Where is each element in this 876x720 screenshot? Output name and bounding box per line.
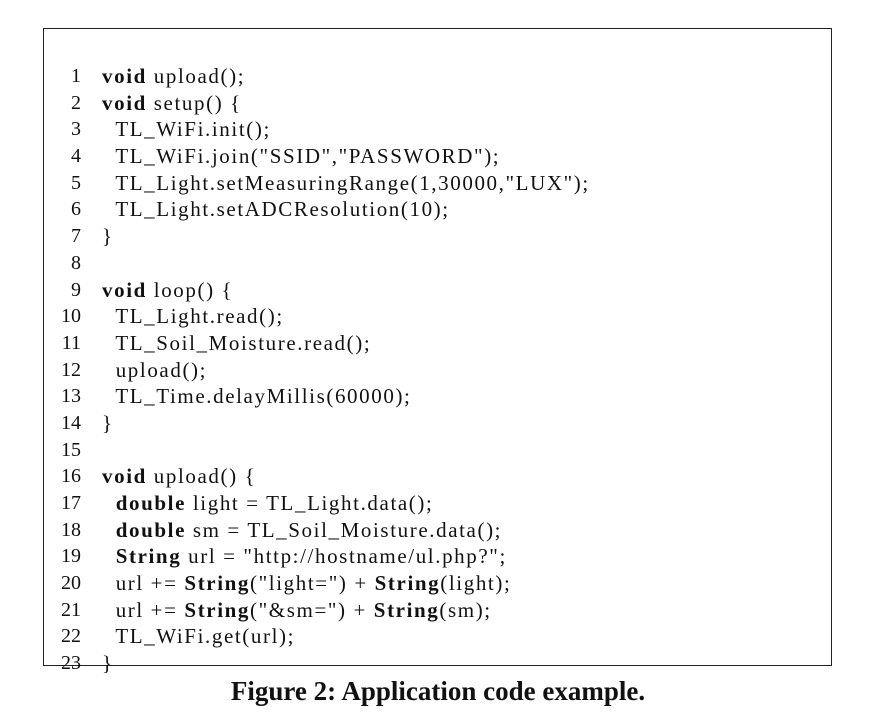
code-keyword: void: [102, 90, 147, 115]
code-line: TL_Light.setADCResolution(10);: [102, 196, 831, 223]
code-line: void loop() {: [102, 277, 831, 304]
code-line: }: [102, 650, 831, 677]
line-number: 23: [61, 652, 81, 675]
line-number: 19: [61, 545, 81, 568]
line-number: 1: [71, 65, 81, 87]
code-text: upload();: [146, 64, 246, 88]
line-number: 9: [71, 278, 81, 301]
code-line: url += String("&sm=") + String(sm);: [102, 597, 831, 624]
line-number: 13: [61, 385, 81, 408]
code-line: TL_WiFi.get(url);: [102, 623, 831, 650]
line-number: 2: [71, 91, 81, 114]
line-number: 11: [61, 331, 81, 354]
line-number: 4: [71, 145, 81, 168]
code-text: TL_WiFi.join("SSID","PASSWORD");: [102, 144, 501, 169]
code-text: upload() {: [146, 464, 257, 489]
code-text: upload();: [102, 357, 208, 382]
code-text: (light);: [440, 571, 512, 596]
line-number: 18: [61, 518, 81, 541]
code-line: void upload() {: [102, 463, 831, 490]
code-line: [102, 250, 831, 277]
line-number: 3: [71, 118, 81, 141]
code-line: TL_Soil_Moisture.read();: [102, 330, 831, 357]
line-number: 5: [71, 171, 81, 194]
code-text: url = "http://hostname/ul.php?";: [181, 544, 507, 569]
code-text: }: [102, 224, 114, 249]
code-text: url +=: [102, 597, 185, 622]
code-line: }: [102, 410, 831, 437]
code-keyword: String: [115, 544, 182, 569]
code-text: setup() {: [146, 90, 242, 115]
line-number: 6: [71, 198, 81, 221]
code-text: TL_Light.setMeasuringRange(1,30000,"LUX"…: [102, 170, 590, 195]
code-line: TL_Time.delayMillis(60000);: [102, 383, 831, 410]
code-keyword: void: [102, 64, 147, 88]
code-text: light = TL_Light.data();: [186, 491, 434, 515]
line-number: 8: [71, 251, 81, 274]
code-text: loop() {: [146, 277, 234, 302]
code-line: String url = "http://hostname/ul.php?";: [102, 543, 831, 570]
code-line: void upload();: [102, 63, 831, 90]
code-body: void upload();void setup() { TL_WiFi.ini…: [102, 63, 831, 677]
code-keyword: String: [373, 597, 440, 622]
code-text: ("&sm=") +: [250, 597, 374, 622]
code-line: TL_Light.read();: [102, 303, 831, 330]
code-keyword: void: [102, 277, 147, 302]
code-keyword: String: [184, 597, 251, 622]
code-text: sm = TL_Soil_Moisture.data();: [186, 517, 503, 542]
code-keyword: String: [184, 571, 251, 596]
code-text: }: [102, 410, 114, 435]
code-text: TL_Light.read();: [102, 304, 284, 329]
code-line: upload();: [102, 357, 831, 384]
code-line: TL_WiFi.join("SSID","PASSWORD");: [102, 143, 831, 170]
line-number: 7: [71, 225, 81, 248]
line-number: 20: [61, 572, 81, 595]
code-keyword: double: [115, 517, 186, 542]
code-keyword: void: [102, 464, 147, 489]
code-text: TL_Soil_Moisture.read();: [102, 330, 372, 355]
code-text: TL_Light.setADCResolution(10);: [102, 197, 450, 222]
code-text: }: [102, 651, 114, 676]
code-line: double light = TL_Light.data();: [102, 490, 831, 517]
code-text: [102, 544, 116, 568]
code-text: url +=: [102, 571, 185, 596]
code-keyword: String: [374, 571, 441, 596]
figure-caption: Figure 2: Application code example.: [230, 676, 646, 706]
line-number: 17: [61, 492, 81, 514]
line-number: 10: [61, 305, 81, 328]
line-number: 22: [61, 625, 81, 648]
code-line: [102, 437, 831, 464]
line-number: 14: [61, 411, 81, 434]
code-text: [102, 491, 116, 515]
code-keyword: double: [115, 491, 186, 515]
line-number: 21: [61, 598, 81, 621]
line-number: 12: [61, 358, 81, 381]
code-line: TL_Light.setMeasuringRange(1,30000,"LUX"…: [102, 170, 831, 197]
line-number: 15: [61, 438, 81, 461]
code-text: ("light=") +: [250, 571, 375, 596]
code-text: TL_Time.delayMillis(60000);: [102, 384, 412, 409]
code-line: url += String("light=") + String(light);: [102, 570, 831, 597]
code-line: TL_WiFi.init();: [102, 116, 831, 143]
code-text: (sm);: [439, 597, 492, 622]
line-number: 16: [61, 465, 81, 488]
code-text: TL_WiFi.get(url);: [102, 624, 296, 649]
code-text: TL_WiFi.init();: [102, 117, 271, 142]
code-text: [102, 518, 116, 542]
code-line: }: [102, 223, 831, 250]
code-line: double sm = TL_Soil_Moisture.data();: [102, 517, 831, 544]
code-line: void setup() {: [102, 90, 831, 117]
